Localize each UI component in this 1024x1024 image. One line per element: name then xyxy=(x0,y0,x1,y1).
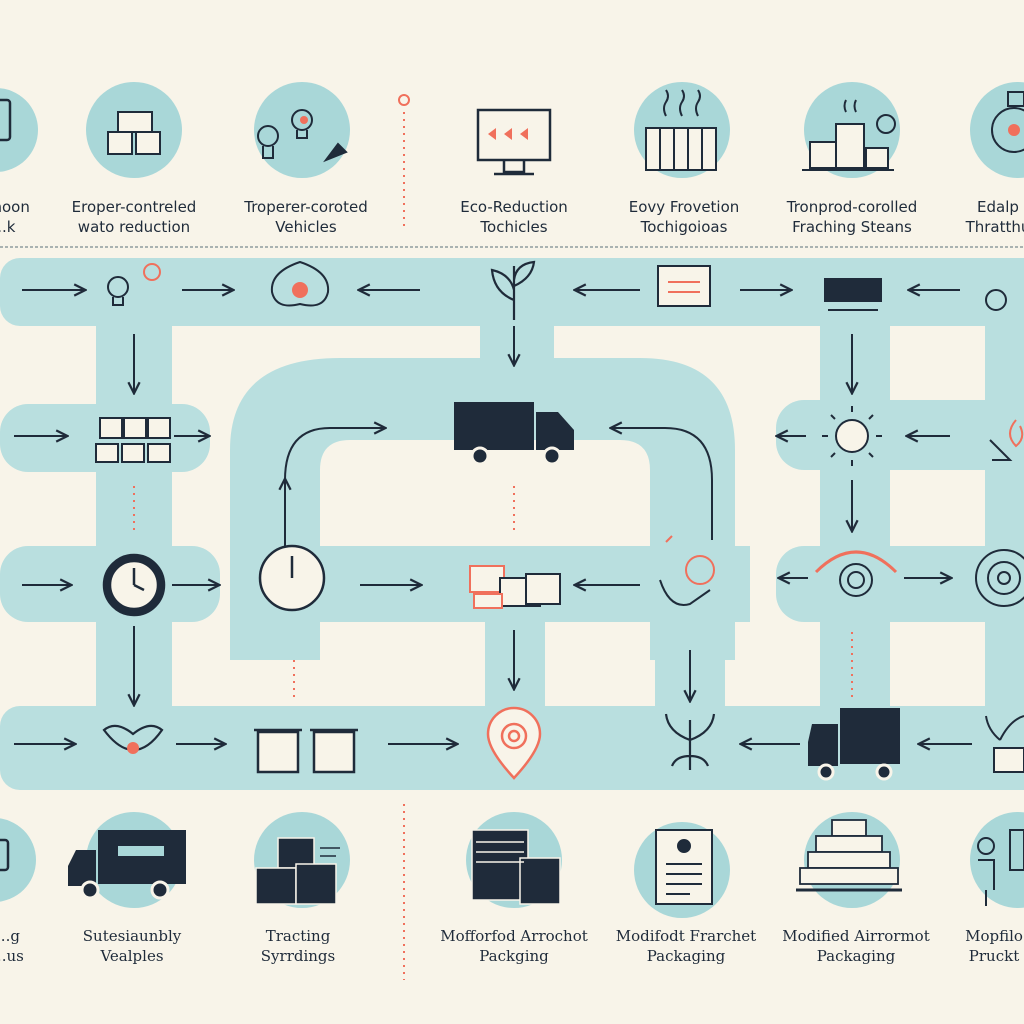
top-label-4-line2: Tochicles xyxy=(480,218,548,236)
packages-icon xyxy=(471,829,561,905)
gear-leaf-icon xyxy=(991,91,1024,153)
top-label-1-line1: ...hoon xyxy=(0,198,30,216)
top-label-7-line1: Edalp xyxy=(977,198,1019,216)
crates-icon xyxy=(95,417,171,463)
idea-pin-icon xyxy=(270,260,330,307)
leaf-hands-icon xyxy=(102,724,164,754)
top-label-6: Tronprod-corolled Fraching Steans xyxy=(787,197,917,237)
plant-road-icon xyxy=(985,289,1007,311)
clock-icon xyxy=(102,553,166,617)
bottom-label-5: Modifodt Frarchet Packaging xyxy=(616,926,756,966)
top-label-7-line2: Thratthu xyxy=(965,218,1024,236)
device-icon xyxy=(0,838,10,872)
bottom-label-3-line2: Syrrdings xyxy=(260,947,336,965)
flame-icon xyxy=(989,419,1024,461)
top-label-7: Edalp Thratthu xyxy=(966,197,1024,237)
bottom-label-7-line2: Pruckt xyxy=(968,947,1020,965)
top-label-5-line1: Eovy Frovetion xyxy=(628,198,740,216)
dial-icon xyxy=(975,549,1024,607)
warehouse-icon xyxy=(802,99,896,171)
phone-icon xyxy=(0,98,12,142)
bottom-label-1-line2: ...us xyxy=(0,947,24,965)
stopwatch-icon xyxy=(258,544,326,612)
lightbulb-icon xyxy=(257,109,348,163)
monitor-icon xyxy=(476,108,552,176)
bottom-label-2: Sutesiaunbly Vealples xyxy=(83,926,181,966)
top-label-4: Eco-Reduction Tochicles xyxy=(460,197,568,237)
bottom-label-2-line2: Vealples xyxy=(100,947,164,965)
bottom-label-3: Tracting Syrrdings xyxy=(261,926,335,966)
top-label-2: Eroper-contreled wato reduction xyxy=(72,197,197,237)
top-label-5: Eovy Frovetion Tochigoioas xyxy=(629,197,740,237)
document-icon xyxy=(655,829,713,905)
delivery-truck-icon-center xyxy=(454,402,574,466)
bottom-label-1: ...g ...us xyxy=(0,926,24,966)
target-eye-icon xyxy=(814,550,898,597)
top-label-6-line2: Fraching Steans xyxy=(792,218,912,236)
red-pin-icon xyxy=(398,94,410,106)
flow-arrows xyxy=(14,290,972,744)
plant-leaves-icon xyxy=(664,713,716,770)
bottom-label-4-line1: Mofforfod Arrochot xyxy=(440,927,588,945)
delivery-truck-icon xyxy=(68,830,186,900)
top-label-2-line1: Eroper-contreled xyxy=(71,198,197,216)
lightbulb-road-icon xyxy=(107,263,161,306)
location-pin-icon xyxy=(486,706,542,780)
package-box-icon xyxy=(657,265,711,307)
bottom-label-5-line2: Packaging xyxy=(646,947,726,965)
cargo-truck-icon xyxy=(808,708,900,781)
bottom-label-5-line1: Modifodt Frarchet xyxy=(615,927,757,945)
bottom-label-4: Mofforfod Arrochot Packging xyxy=(440,926,588,966)
pallet-stack-icon xyxy=(796,819,902,892)
boxes-pile-icon xyxy=(469,565,561,609)
bottom-label-2-line1: Sutesiaunbly xyxy=(82,927,182,945)
top-label-3-line1: Troperer-coroted xyxy=(244,198,368,216)
stacked-boxes-icon xyxy=(255,837,340,905)
bottom-label-6-line1: Modified Airrormot xyxy=(782,927,930,945)
bottom-label-7: Mopfilo Pruckt xyxy=(965,926,1023,966)
bottom-label-6: Modified Airrormot Packaging xyxy=(782,926,930,966)
plant-box-icon xyxy=(985,715,1024,773)
crate-pair-icon xyxy=(254,728,358,774)
top-label-1-line2: ...k xyxy=(0,218,16,236)
server-rack-icon xyxy=(824,278,882,311)
top-label-3-line2: Vehicles xyxy=(275,218,337,236)
top-label-2-line2: wato reduction xyxy=(77,218,191,236)
top-label-6-line1: Tronprod-corolled xyxy=(786,198,918,216)
boxes-icon xyxy=(107,111,161,155)
bottom-label-3-line1: Tracting xyxy=(265,927,331,945)
top-label-5-line2: Tochigoioas xyxy=(640,218,728,236)
top-label-1: ...hoon ...k xyxy=(0,197,30,237)
bottom-label-1-line1: ...g xyxy=(0,927,20,945)
bottom-label-4-line2: Packging xyxy=(479,947,549,965)
top-label-4-line1: Eco-Reduction xyxy=(460,198,568,216)
factory-icon xyxy=(645,89,717,171)
worker-icon xyxy=(977,829,1024,906)
bottom-label-6-line2: Packaging xyxy=(816,947,896,965)
settings-gear-icon xyxy=(822,406,882,466)
red-dotted-markers xyxy=(133,112,853,980)
top-label-3: Troperer-coroted Vehicles xyxy=(244,197,367,237)
seedling-icon xyxy=(490,260,536,320)
road-network xyxy=(0,258,1024,790)
hand-plant-icon xyxy=(659,535,715,606)
bottom-label-7-line1: Mopfilo xyxy=(965,927,1023,945)
